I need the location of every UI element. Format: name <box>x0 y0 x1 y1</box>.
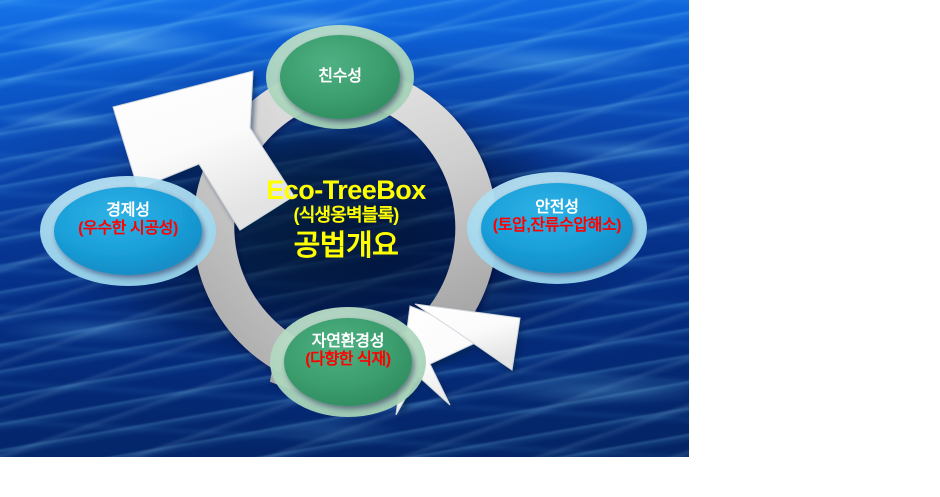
node-top-chinsuseong[interactable] <box>266 25 414 129</box>
cycle-diagram <box>40 25 647 417</box>
node-left-gyeongjeseong[interactable] <box>40 176 216 286</box>
node-right-anjeonseong[interactable] <box>467 172 647 284</box>
bent-arrow-down-left <box>395 303 521 416</box>
node-bottom-jayeonhwangyeongseong[interactable] <box>270 307 426 417</box>
water-background-photo: 친수성 안전성 (토압,잔류수압해소) 자연환경성 (다향한 식재) 경제성 (… <box>0 0 689 457</box>
